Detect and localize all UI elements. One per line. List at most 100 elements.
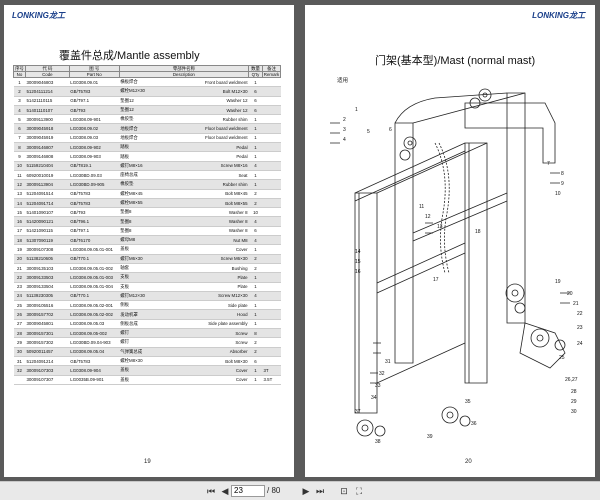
row-code: 51401090107 — [25, 207, 70, 218]
col-no-cn: 序号 — [13, 65, 26, 72]
row-code: 30009133503 — [25, 272, 70, 283]
row-part-no: GB/T97.1 — [69, 226, 120, 237]
row-qty: 1 — [248, 365, 263, 376]
prev-page-icon[interactable]: ◀ — [221, 486, 229, 496]
row-no: 12 — [13, 179, 26, 190]
row-code: 30009107307 — [25, 375, 70, 385]
row-qty: 1 — [248, 244, 263, 255]
row-name-cn: 螺钉 — [119, 328, 158, 339]
row-qty: 1 — [248, 179, 263, 190]
row-name-cn: 支板 — [119, 282, 158, 292]
left-page: LONKING龙工 覆盖件总成/Mantle assembly 序号 代 码 图… — [4, 5, 294, 477]
row-remark — [262, 263, 281, 274]
row-no: 29 — [13, 337, 26, 348]
row-description: Pedal — [157, 142, 249, 153]
row-qty: 1 — [248, 300, 263, 311]
row-description: Rubber shim — [157, 179, 249, 190]
row-name-cn: 橡胶垫 — [119, 114, 158, 125]
callout-label: 22 — [577, 311, 583, 317]
row-remark — [262, 226, 281, 237]
row-description: Floor board weldment — [157, 123, 249, 134]
callout-label: 19 — [555, 279, 561, 285]
fit-page-icon[interactable]: ⊡ — [340, 486, 348, 496]
parts-table: 序号 代 码 图 号 零部件名称 数量 备注 No Code Part No D… — [13, 65, 282, 385]
row-no: 10 — [13, 161, 26, 171]
row-no: 6 — [13, 123, 26, 134]
callout-label: 26,27 — [565, 377, 578, 383]
row-part-no: LG0308.09.05.02-002 — [69, 309, 120, 320]
row-remark — [262, 356, 281, 367]
callout-label: 28 — [571, 389, 577, 395]
row-part-no: LG0308.09-903 — [69, 151, 120, 162]
row-no: 15 — [13, 207, 26, 218]
row-code: 51204111214 — [25, 86, 70, 97]
page-number-input[interactable]: 23 — [231, 485, 265, 497]
row-name-cn: 盖板 — [119, 365, 158, 376]
callout-label: 29 — [571, 399, 577, 405]
callout-label: 35 — [465, 399, 471, 405]
callout-label: 5 — [367, 129, 370, 135]
row-no: 17 — [13, 226, 26, 237]
row-qty: 1 — [248, 142, 263, 153]
callout-label: 21 — [573, 301, 579, 307]
row-qty: 1 — [248, 309, 263, 320]
next-page-icon[interactable]: ▶ — [302, 486, 310, 496]
row-description: Cover — [157, 244, 249, 255]
row-name-cn: 地板焊合 — [119, 123, 158, 134]
row-no: 14 — [13, 198, 26, 209]
row-qty: 6 — [248, 86, 263, 97]
row-no: 7 — [13, 133, 26, 144]
row-name-cn: 螺母M8 — [119, 235, 158, 246]
row-remark — [262, 179, 281, 190]
row-qty: 4 — [248, 291, 263, 302]
row-no: 16 — [13, 216, 26, 227]
row-description: Absorber — [157, 347, 249, 357]
col-remark: Remark — [261, 71, 282, 78]
row-description: Washer 8 — [157, 207, 249, 218]
row-description: Pedal — [157, 151, 249, 162]
row-code: 51204091214 — [25, 356, 70, 367]
row-code: 51204091714 — [25, 198, 70, 209]
row-part-no: GB/T5783 — [69, 198, 120, 209]
row-no: 28 — [13, 328, 26, 339]
row-no: 31 — [13, 356, 26, 367]
row-code: 30009157302 — [25, 337, 70, 348]
row-no: 20 — [13, 254, 26, 264]
row-name-cn: 垫圈8 — [119, 226, 158, 237]
row-no: 8 — [13, 142, 26, 153]
row-description: Floor board weldment — [157, 133, 249, 144]
last-page-icon[interactable]: ⏭ — [315, 486, 325, 496]
row-remark — [262, 216, 281, 227]
row-description: Screw M8×16 — [157, 161, 249, 171]
row-description: Screw — [157, 337, 249, 348]
row-qty: 1 — [248, 77, 263, 88]
first-page-icon[interactable]: ⏮ — [206, 486, 216, 496]
row-code: 30009146808 — [25, 151, 70, 162]
row-part-no: GB/T5783 — [69, 356, 120, 367]
row-description: Bolt M8×55 — [157, 198, 249, 209]
callout-label: 18 — [475, 229, 481, 235]
row-description: Rubber shim — [157, 114, 249, 125]
row-remark — [262, 142, 281, 153]
fullscreen-icon[interactable]: ⛶ — [355, 486, 363, 496]
row-remark — [262, 347, 281, 357]
row-name-cn: 螺栓M8×45 — [119, 189, 158, 199]
row-description: Bolt M12×30 — [157, 86, 249, 97]
row-code: 51421090115 — [25, 226, 70, 237]
row-qty: 2 — [248, 337, 263, 348]
row-no: 9 — [13, 151, 26, 162]
callout-label: 8 — [561, 171, 564, 177]
row-qty: 1 — [248, 133, 263, 144]
row-qty: 2 — [248, 189, 263, 199]
